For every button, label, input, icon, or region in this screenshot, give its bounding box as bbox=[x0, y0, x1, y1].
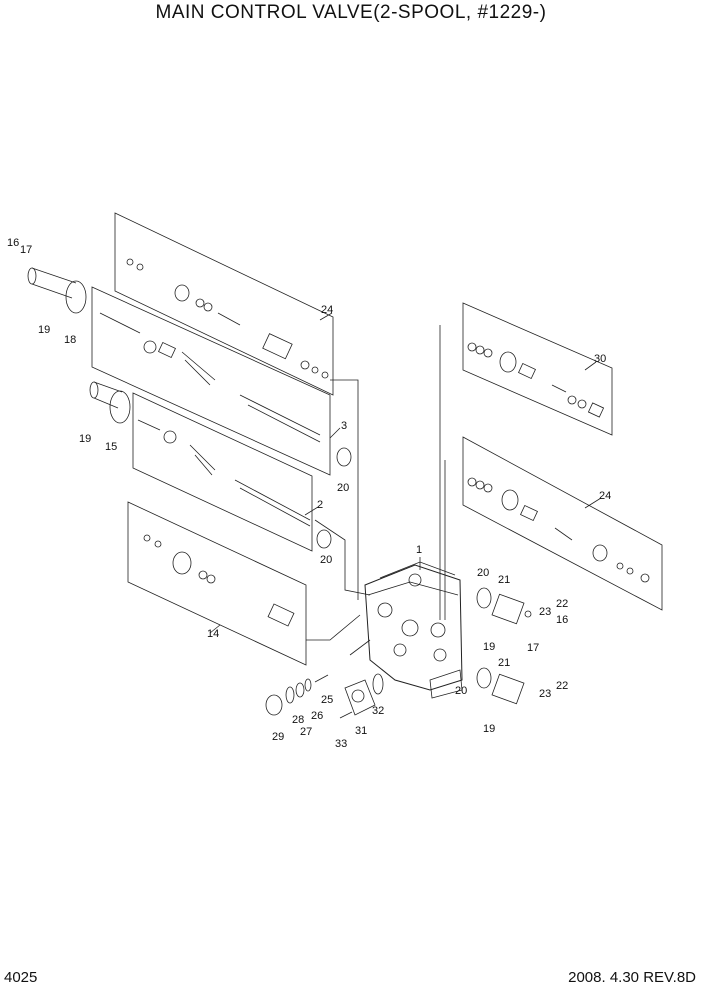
callout-20: 20 bbox=[477, 567, 489, 579]
group-3-frame bbox=[91, 286, 331, 476]
housing-18 bbox=[27, 267, 87, 314]
callout-17: 17 bbox=[527, 642, 539, 654]
callout-33: 33 bbox=[335, 738, 347, 750]
callout-25: 25 bbox=[321, 694, 333, 706]
callout-19: 19 bbox=[79, 433, 91, 445]
callout-23: 23 bbox=[539, 688, 551, 700]
callout-23: 23 bbox=[539, 606, 551, 618]
callout-20: 20 bbox=[337, 482, 349, 494]
revision-date: 2008. 4.30 REV.8D bbox=[568, 969, 696, 986]
callout-28: 28 bbox=[292, 714, 304, 726]
callout-16: 16 bbox=[7, 237, 19, 249]
callout-3: 3 bbox=[341, 420, 347, 432]
callout-32: 32 bbox=[372, 705, 384, 717]
callout-29: 29 bbox=[272, 731, 284, 743]
callout-21: 21 bbox=[498, 574, 510, 586]
callout-24: 24 bbox=[321, 304, 333, 316]
group-30-frame bbox=[462, 302, 613, 436]
callout-17: 17 bbox=[20, 244, 32, 256]
group-2-frame bbox=[132, 392, 313, 552]
cover-21-upper bbox=[476, 587, 532, 625]
page-number: 4025 bbox=[4, 969, 38, 986]
spool-24-right bbox=[467, 477, 650, 583]
spool-14 bbox=[143, 534, 295, 627]
o-ring-20a bbox=[336, 447, 352, 467]
spool-30 bbox=[467, 342, 605, 418]
callout-18: 18 bbox=[64, 334, 76, 346]
group-24-right-frame bbox=[462, 436, 663, 611]
valve-body bbox=[364, 561, 463, 699]
callout-21: 21 bbox=[498, 657, 510, 669]
spool-24-top bbox=[126, 258, 329, 379]
page-title: MAIN CONTROL VALVE(2-SPOOL, #1229-) bbox=[155, 2, 547, 23]
cover-31 bbox=[339, 673, 384, 719]
callout-31: 31 bbox=[355, 725, 367, 737]
callout-30: 30 bbox=[594, 353, 606, 365]
callout-2: 2 bbox=[317, 499, 323, 511]
housing-15 bbox=[89, 381, 131, 424]
callout-20: 20 bbox=[320, 554, 332, 566]
callout-27: 27 bbox=[300, 726, 312, 738]
callout-20: 20 bbox=[455, 685, 467, 697]
group-24-top-frame bbox=[114, 212, 334, 396]
spool-3 bbox=[99, 312, 321, 443]
group-14-frame bbox=[127, 501, 307, 666]
callout-19: 19 bbox=[483, 641, 495, 653]
cover-21-lower bbox=[476, 667, 525, 705]
callout-24: 24 bbox=[599, 490, 611, 502]
callout-16: 16 bbox=[556, 614, 568, 626]
callout-26: 26 bbox=[311, 710, 323, 722]
callout-14: 14 bbox=[207, 628, 219, 640]
callout-19: 19 bbox=[38, 324, 50, 336]
callout-22: 22 bbox=[556, 680, 568, 692]
plug-29-assembly bbox=[265, 674, 329, 716]
callout-22: 22 bbox=[556, 598, 568, 610]
spool-2 bbox=[137, 419, 311, 527]
callout-15: 15 bbox=[105, 441, 117, 453]
callout-19: 19 bbox=[483, 723, 495, 735]
callout-1: 1 bbox=[416, 544, 422, 556]
o-ring-20b bbox=[316, 529, 332, 549]
